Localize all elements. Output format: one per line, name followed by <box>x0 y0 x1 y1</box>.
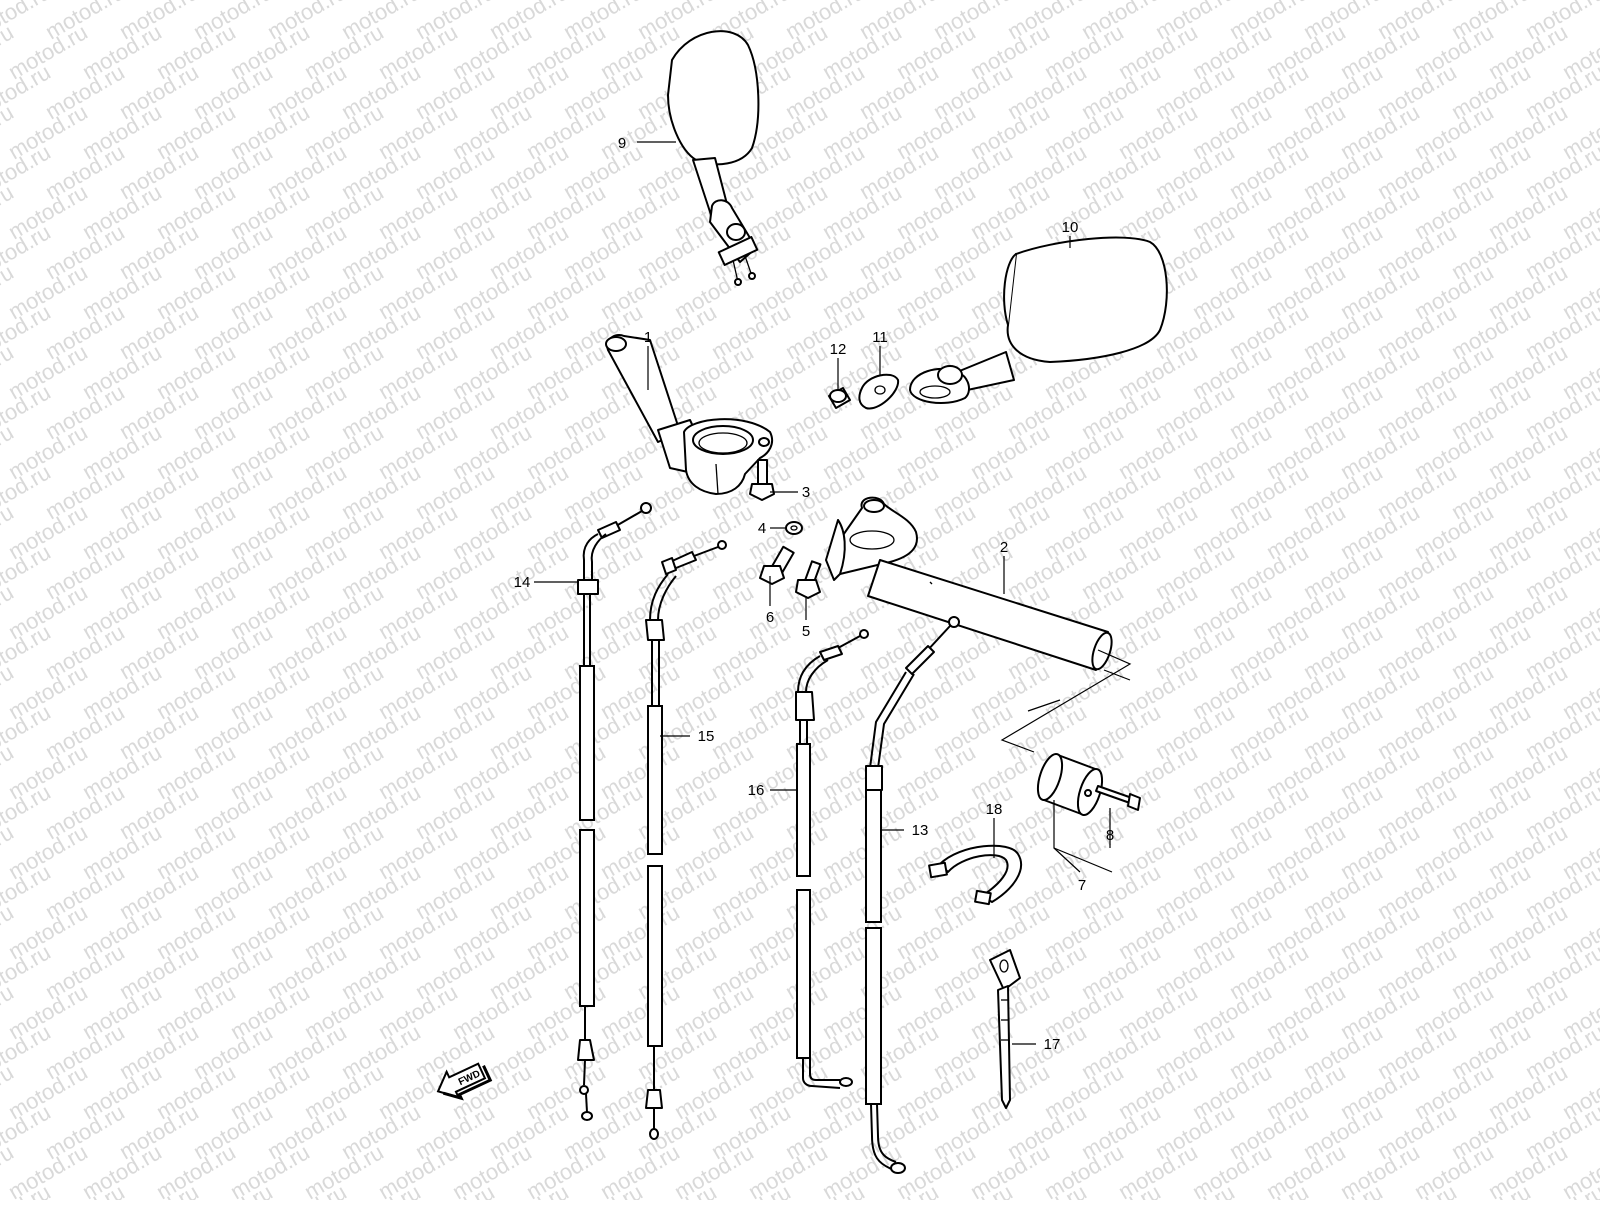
callout-13: 13 <box>912 822 929 839</box>
cable-15 <box>645 540 727 1140</box>
callout-16: 16 <box>748 782 765 799</box>
cable-16 <box>795 629 869 1089</box>
mirror-left <box>667 30 760 286</box>
callout-1: 1 <box>644 329 652 346</box>
callout-3: 3 <box>802 484 810 501</box>
forward-arrow-icon: FWD <box>436 1062 493 1101</box>
watermark-text: motod.ru <box>1595 0 1600 44</box>
callouts: 9 10 1 12 11 3 4 2 14 6 5 15 16 18 13 8 … <box>514 135 1115 1053</box>
washer-4 <box>785 521 803 535</box>
callout-18: 18 <box>986 801 1003 818</box>
leader-lines <box>534 141 1113 1045</box>
callout-17: 17 <box>1044 1036 1061 1053</box>
mirror-right <box>909 236 1168 405</box>
cable-14 <box>577 502 652 1121</box>
handlebar-left <box>605 334 774 495</box>
clamp-18 <box>928 844 1023 906</box>
callout-10: 10 <box>1062 219 1079 236</box>
callout-5: 5 <box>802 623 810 640</box>
guide-lines <box>1000 649 1132 753</box>
callout-11: 11 <box>872 329 888 346</box>
callout-4: 4 <box>758 520 766 537</box>
callout-9: 9 <box>618 135 626 152</box>
bolt-5 <box>795 560 822 599</box>
handlebar-right <box>825 496 1113 671</box>
bolt-8 <box>1095 785 1141 811</box>
bolt-6 <box>759 545 795 585</box>
callout-7: 7 <box>1078 877 1086 894</box>
callout-14: 14 <box>514 574 531 591</box>
bolt-3 <box>749 459 775 501</box>
callout-8: 8 <box>1106 827 1114 844</box>
screw-12 <box>828 387 851 409</box>
callout-2: 2 <box>1000 539 1008 556</box>
cable-tie-17 <box>989 949 1021 1109</box>
callout-6: 6 <box>766 609 774 626</box>
callout-12: 12 <box>830 341 847 358</box>
bar-end-weight-7 <box>1036 752 1104 817</box>
cable-13 <box>865 616 960 1174</box>
callout-15: 15 <box>698 728 715 745</box>
